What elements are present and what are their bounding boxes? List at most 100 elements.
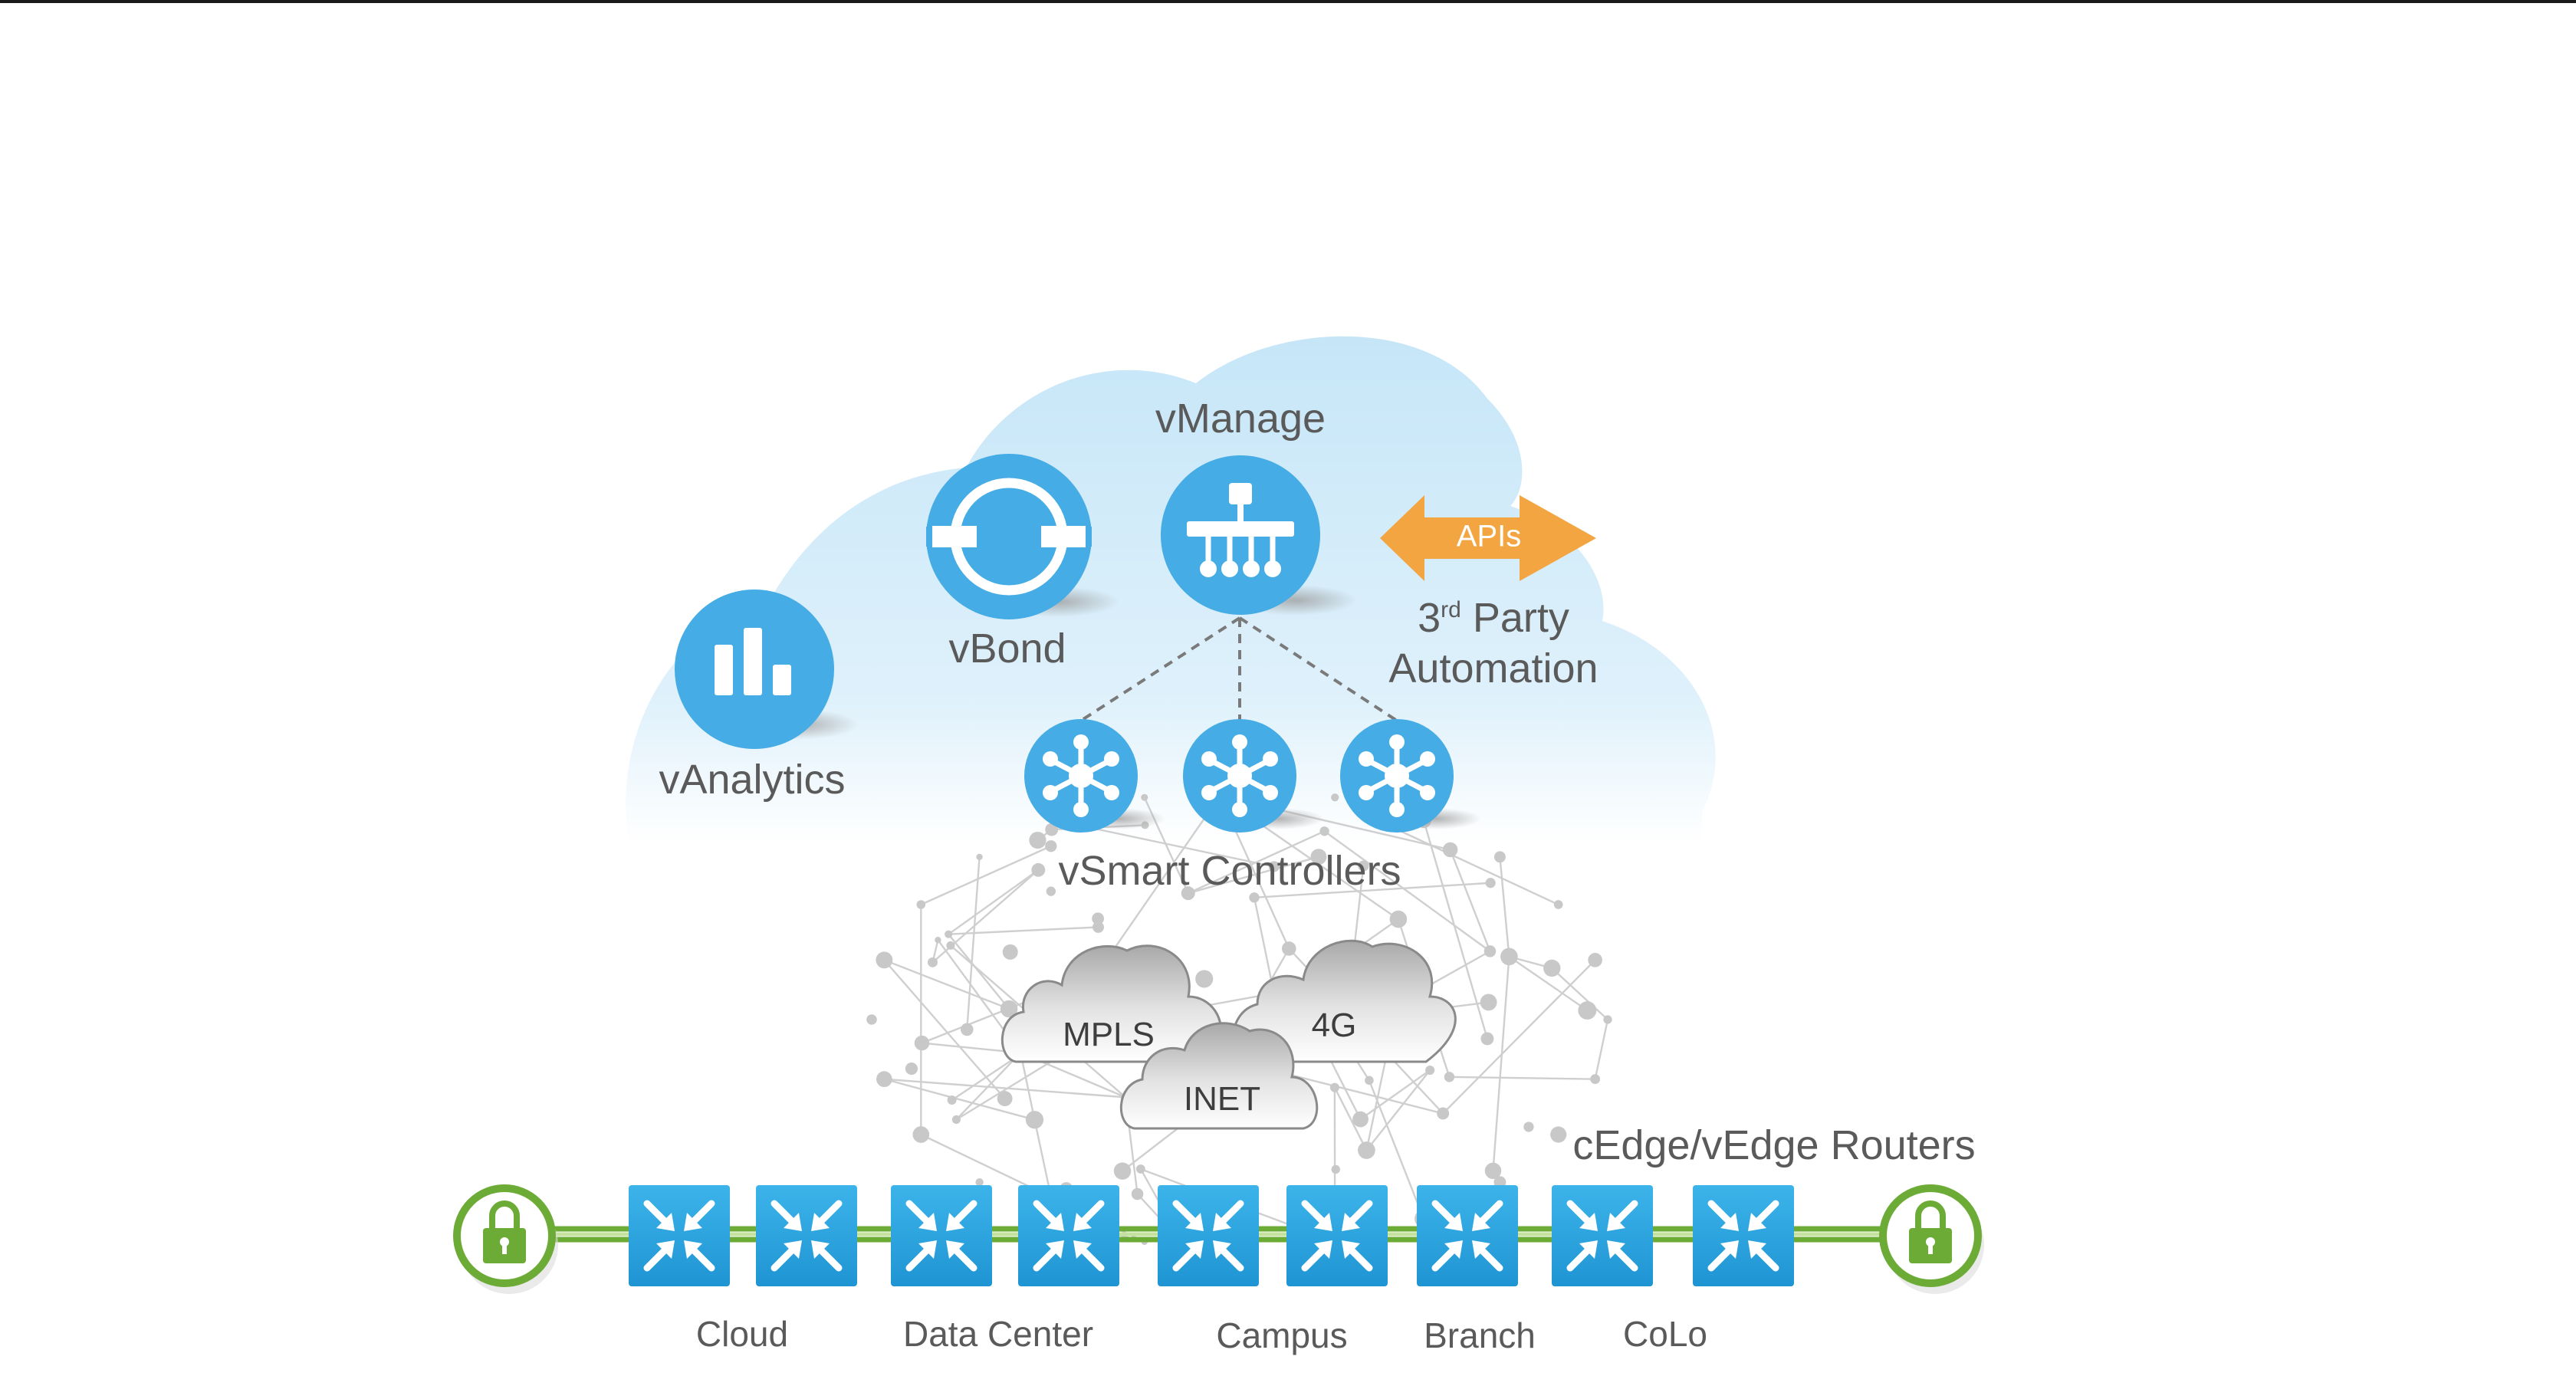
padlock-icon-left <box>453 1184 558 1294</box>
vsmart-controller-2 <box>1183 719 1324 833</box>
mesh-node <box>1523 1122 1534 1132</box>
crossed-arrows-icon <box>1286 1185 1388 1286</box>
mesh-node <box>1590 1074 1601 1085</box>
site-label-branch: Branch <box>1424 1315 1536 1355</box>
mesh-node <box>1425 1066 1435 1076</box>
mesh-node <box>1485 878 1496 888</box>
mesh-node <box>1310 849 1327 865</box>
vmanage-label: vManage <box>1155 396 1326 442</box>
router-8 <box>1552 1185 1653 1286</box>
mesh-node <box>1480 994 1497 1011</box>
router-1 <box>629 1185 730 1286</box>
router-3 <box>891 1185 992 1286</box>
mesh-node <box>914 1035 930 1051</box>
hub-spoke-icon <box>1340 719 1454 833</box>
mesh-node <box>1002 944 1018 960</box>
vanalytics-label: vAnalytics <box>659 757 846 803</box>
mesh-node <box>1603 1015 1612 1024</box>
mesh-link <box>1449 1076 1595 1080</box>
mesh-node <box>1113 1162 1132 1180</box>
router-2 <box>756 1185 857 1286</box>
mesh-link <box>1492 956 1510 1171</box>
mesh-node <box>1543 959 1561 977</box>
mesh-link <box>966 856 981 1030</box>
mesh-node <box>1550 1126 1567 1143</box>
vmanage-node <box>1161 455 1357 616</box>
mesh-link <box>948 869 1040 935</box>
mesh-node <box>1553 900 1563 909</box>
padlock-icon-right <box>1879 1184 1984 1294</box>
mesh-node <box>1444 1072 1455 1082</box>
mesh-node <box>1493 851 1506 863</box>
mesh-node <box>1437 1107 1450 1120</box>
mesh-link <box>1365 1069 1431 1151</box>
mesh-node <box>1249 892 1260 903</box>
hub-spoke-icon <box>1024 719 1138 833</box>
mesh-node <box>1484 1162 1502 1180</box>
mesh-node <box>1442 842 1458 858</box>
mesh-node <box>876 1071 892 1087</box>
mesh-node <box>976 853 983 861</box>
mesh-node <box>975 1177 984 1187</box>
mesh-node <box>1031 862 1046 877</box>
vanalytics-node <box>675 590 859 749</box>
site-label-campus: Campus <box>1216 1315 1348 1355</box>
mesh-link <box>1422 819 1489 1040</box>
mesh-link <box>1254 882 1491 899</box>
mesh-node <box>916 900 926 909</box>
top-rule <box>0 0 2576 3</box>
mesh-link <box>1333 1087 1368 1151</box>
mesh-node <box>951 1115 961 1124</box>
automation-suffix: rd <box>1441 597 1461 622</box>
mesh-link <box>948 933 1010 1010</box>
mpls-label: MPLS <box>1063 1016 1155 1053</box>
crossed-arrows-icon <box>1552 1185 1653 1286</box>
mesh-node <box>960 1023 974 1036</box>
mesh-node <box>1329 1082 1339 1092</box>
mesh-node <box>1319 826 1329 836</box>
inet-label: INET <box>1183 1080 1261 1118</box>
mesh-node <box>1029 831 1046 849</box>
automation-number: 3 <box>1418 595 1441 641</box>
circular-arrows-icon <box>926 454 1092 619</box>
vsmart-controller-3 <box>1340 719 1481 833</box>
mesh-link <box>1368 1079 1425 1220</box>
mesh-node <box>1268 861 1280 872</box>
mesh-node <box>1046 886 1056 896</box>
mesh-node <box>1331 1164 1340 1174</box>
mesh-link <box>1096 795 1221 974</box>
4g-label: 4G <box>1311 1007 1357 1044</box>
site-label-cloud: Cloud <box>695 1314 789 1354</box>
mesh-node <box>876 951 893 969</box>
mesh-node <box>1484 945 1497 957</box>
routers-label: cEdge/vEdge Routers <box>1572 1122 1976 1168</box>
router-7 <box>1417 1185 1518 1286</box>
router-4 <box>1018 1185 1119 1286</box>
mesh-link <box>1551 967 1608 1020</box>
mesh-node <box>1181 886 1195 901</box>
site-label-data-center: Data Center <box>902 1314 1094 1354</box>
crossed-arrows-icon <box>1417 1185 1518 1286</box>
mesh-node <box>1358 1141 1375 1159</box>
mesh-node <box>1025 1111 1044 1129</box>
mesh-node <box>1000 1000 1018 1018</box>
crossed-arrows-icon <box>891 1185 992 1286</box>
mesh-link <box>883 959 1010 1010</box>
mesh-node <box>1131 1187 1144 1200</box>
transport-cloud-4g <box>1232 939 1457 1063</box>
crossed-arrows-icon <box>1018 1185 1119 1286</box>
hierarchy-icon <box>1161 455 1320 615</box>
mesh-link <box>1020 1053 1036 1120</box>
mesh-node <box>1281 941 1296 956</box>
mesh-node <box>1352 1111 1368 1128</box>
mesh-node <box>1389 910 1408 928</box>
mesh-link <box>883 959 1006 1099</box>
mesh-link <box>1594 1019 1609 1079</box>
mesh-link <box>1508 955 1589 1012</box>
crossed-arrows-icon <box>629 1185 730 1286</box>
mesh-node <box>1092 912 1104 925</box>
apis-label: APIs <box>1456 519 1522 553</box>
mesh-node <box>1045 840 1057 852</box>
mesh-node <box>912 1126 930 1143</box>
mesh-node <box>927 957 938 967</box>
